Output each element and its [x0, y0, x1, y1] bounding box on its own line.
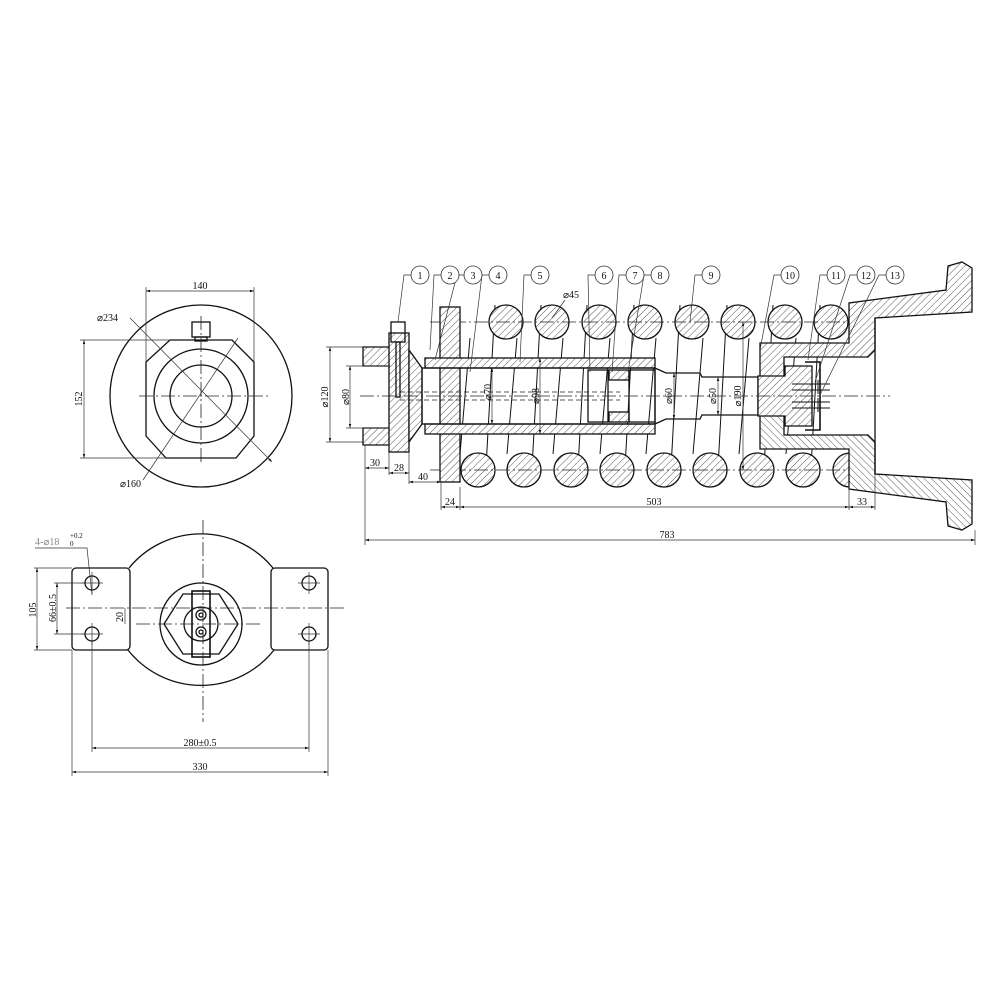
dim-dia234: ⌀234 [97, 313, 118, 324]
callout-label: 3 [471, 271, 476, 282]
dia160-leader [142, 337, 239, 481]
callout-label: 4 [496, 271, 501, 282]
dim-40: 40 [418, 472, 428, 483]
dim-dia98: ⌀98 [531, 388, 542, 404]
dim-dia190: ⌀190 [733, 385, 744, 406]
callout-13: 13 [885, 265, 905, 285]
dim-28: 28 [394, 463, 404, 474]
base-circle [127, 533, 275, 686]
callout-label: 9 [709, 271, 714, 282]
callout-1: 1 [410, 265, 430, 285]
callout-label: 11 [831, 271, 841, 282]
section-view: 1 2 3 4 5 6 7 8 9 10 11 12 13 ⌀120 ⌀8 [320, 261, 976, 545]
callout-9: 9 [701, 265, 721, 285]
dim-105: 105 [28, 603, 39, 618]
left-flange [71, 567, 131, 651]
dim-66: 66±0.5 [48, 594, 59, 622]
callout-12: 12 [856, 265, 876, 285]
dim-dia70: ⌀70 [483, 384, 494, 400]
dim-20: 20 [115, 612, 126, 622]
callout-5: 5 [530, 265, 550, 285]
dim-dia50: ⌀50 [708, 388, 719, 404]
outer-circle [109, 304, 293, 488]
callout-2: 2 [440, 265, 460, 285]
seal [608, 411, 630, 423]
callout-label: 1 [418, 271, 423, 282]
callout-4: 4 [488, 265, 508, 285]
diameter-dims: ⌀120 ⌀80 ⌀70 ⌀98 ⌀45 ⌀60 ⌀50 ⌀190 [320, 290, 745, 470]
base-view: 4-⌀18 +0.2 0 105 66±0.5 20 280±0.5 330 [28, 520, 347, 776]
dim-33: 33 [857, 497, 867, 508]
dim-503: 503 [647, 497, 662, 508]
bolt-center [198, 612, 204, 618]
callout-3: 3 [463, 265, 483, 285]
hole-tol-upper: +0.2 [70, 532, 83, 540]
hole-leader [35, 547, 93, 596]
bolt [195, 609, 207, 621]
part-callouts: 1 2 3 4 5 6 7 8 9 10 11 12 13 [397, 265, 905, 396]
end-view: 140 152 ⌀234 ⌀160 [74, 281, 293, 490]
dim-dia120: ⌀120 [320, 386, 331, 407]
callout-11: 11 [826, 265, 846, 285]
dim-140: 140 [193, 281, 208, 292]
dim-280: 280±0.5 [184, 738, 217, 749]
callout-label: 7 [633, 271, 638, 282]
callout-8: 8 [650, 265, 670, 285]
dim-783: 783 [660, 530, 675, 541]
dim-330: 330 [193, 762, 208, 773]
hole-note: 4-⌀18 [35, 537, 59, 548]
callout-label: 13 [890, 271, 900, 282]
ext-line [34, 567, 72, 651]
dia234-leader [129, 317, 273, 463]
callout-7: 7 [625, 265, 645, 285]
retainer-cap [805, 361, 821, 431]
length-dims: 30 28 40 24 503 33 783 [364, 445, 976, 545]
bolts [792, 380, 830, 412]
dim-30: 30 [370, 458, 380, 469]
dim-152: 152 [74, 392, 85, 407]
ext-line [71, 641, 329, 776]
dim-dia80: ⌀80 [341, 389, 352, 405]
callout-label: 6 [602, 271, 607, 282]
dim-24: 24 [445, 497, 455, 508]
ext-line [54, 582, 85, 635]
callout-label: 5 [538, 271, 543, 282]
right-flange [270, 567, 329, 651]
hole-tol-lower: 0 [70, 540, 74, 548]
guide-housing [759, 261, 973, 531]
block-outline [145, 339, 255, 459]
end-cap-plate [388, 332, 410, 453]
callout-6: 6 [594, 265, 614, 285]
callout-label: 10 [785, 271, 795, 282]
callout-label: 2 [448, 271, 453, 282]
dim-dia60: ⌀60 [664, 388, 675, 404]
bolt [195, 626, 207, 638]
spring-seat-plate [439, 306, 461, 483]
callout-label: 8 [658, 271, 663, 282]
callout-10: 10 [780, 265, 800, 285]
callout-label: 12 [861, 271, 871, 282]
dim-dia160: ⌀160 [120, 479, 141, 490]
dim-dia45: ⌀45 [563, 290, 579, 301]
grease-channel [395, 341, 401, 398]
bolt-center [198, 629, 204, 635]
